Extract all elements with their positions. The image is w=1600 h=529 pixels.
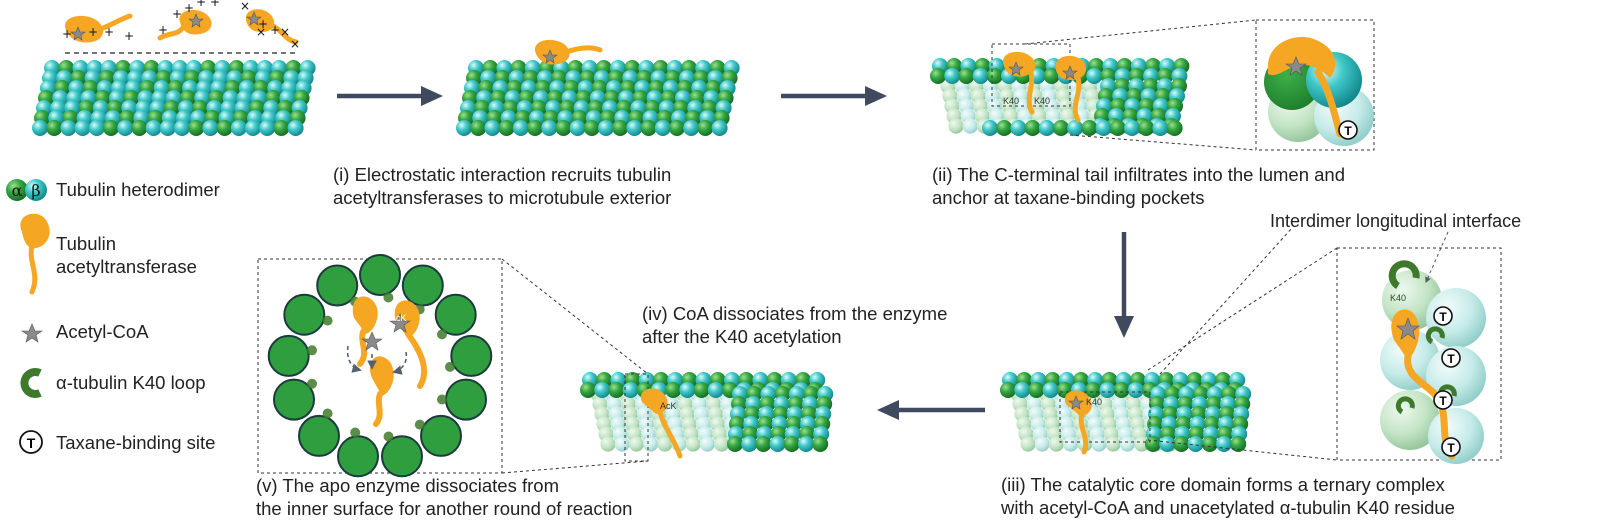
caption-step-iv-line1: (iv) CoA dissociates from the enzyme (642, 303, 948, 324)
arrow-to-step-iv (877, 400, 985, 420)
legend-tubulin-heterodimer: Tubulin heterodimer (56, 179, 220, 200)
svg-text:AcK: AcK (390, 313, 407, 323)
k40-loop-icon (20, 368, 42, 398)
arrow-to-step-ii (781, 86, 887, 106)
svg-text:K40: K40 (1034, 96, 1050, 106)
enzyme-post-acetylation: AcK (640, 388, 683, 459)
microtubule-step-iii-front (1145, 386, 1252, 452)
legend-acetyl-coa: Acetyl-CoA (56, 321, 149, 342)
caption-step-v-line1: (v) The apo enzyme dissociates from (256, 475, 559, 496)
svg-text:+: + (196, 0, 206, 9)
svg-text:+: + (184, 1, 194, 15)
caption-step-iv-line2: after the K40 acetylation (642, 326, 842, 347)
svg-text:K40: K40 (1086, 397, 1102, 407)
svg-text:+: + (270, 23, 280, 37)
taxane-legend-icon: T (19, 430, 43, 454)
svg-text:α: α (12, 181, 23, 200)
svg-text:+: + (104, 25, 114, 39)
caption-step-iii: (iii) The catalytic core domain forms a … (1001, 473, 1455, 519)
caption-step-i-line1: (i) Electrostatic interaction recruits t… (333, 164, 672, 185)
legend-acetyltransferase-line2: acetyltransferase (56, 256, 197, 277)
legend-taxane-site: Taxane-binding site (56, 432, 216, 453)
svg-text:K40: K40 (1003, 96, 1019, 106)
legend-icons: α β T (6, 179, 50, 454)
svg-text:T: T (1439, 394, 1447, 408)
svg-text:×: × (280, 25, 290, 39)
caption-step-i: (i) Electrostatic interaction recruits t… (333, 163, 671, 209)
caption-step-iii-line1: (iii) The catalytic core domain forms a … (1001, 474, 1445, 495)
svg-text:+: + (210, 0, 220, 9)
zoom-box-lumen-cross-section: AcK AcK (257, 254, 649, 478)
caption-step-ii-line1: (ii) The C-terminal tail infiltrates int… (932, 164, 1345, 185)
caption-step-v: (v) The apo enzyme dissociates from the … (256, 474, 632, 520)
enzyme-1 (65, 13, 133, 43)
enzyme-3 (245, 9, 299, 45)
enzymes-in-solution: +++++++++++×××× (62, 0, 300, 54)
acetyl-coa-icon (1285, 56, 1307, 76)
acetyltransferase-icon (20, 213, 50, 295)
microtubule-step-i (456, 60, 740, 136)
enzyme-2 (157, 9, 212, 41)
caption-step-i-line2: acetyltransferases to microtubule exteri… (333, 187, 672, 208)
legend-acetyltransferase-line1: Tubulin (56, 233, 116, 254)
svg-text:+: + (258, 17, 268, 31)
svg-text:+: + (158, 23, 168, 37)
svg-text:T: T (1447, 441, 1455, 455)
taxane-site-icon: T (1338, 120, 1358, 140)
enzyme-on-exterior (534, 39, 603, 65)
svg-text:K40: K40 (1390, 293, 1406, 303)
svg-text:+: + (124, 29, 134, 43)
microtubule-step-iii-lumen (1010, 386, 1178, 452)
caption-step-iv: (iv) CoA dissociates from the enzyme aft… (642, 302, 947, 348)
legend-acetyltransferase: Tubulin acetyltransferase (56, 232, 197, 278)
process-arrows (337, 86, 1134, 420)
svg-text:T: T (1344, 124, 1352, 138)
arrow-to-step-iii (1114, 232, 1134, 338)
legend-k40-loop: α-tubulin K40 loop (56, 372, 206, 393)
svg-text:×: × (290, 37, 300, 51)
caption-step-ii: (ii) The C-terminal tail infiltrates int… (932, 163, 1345, 209)
caption-step-v-line2: the inner surface for another round of r… (256, 498, 633, 519)
annotation-interdimer-interface: Interdimer longitudinal interface (1270, 211, 1522, 231)
svg-text:T: T (1439, 310, 1447, 324)
zoom-box-taxane-anchor: T (991, 19, 1375, 151)
svg-text:T: T (27, 435, 36, 451)
tubulin-dimer-icon: α β (6, 179, 47, 201)
microtubule-step-ii-bottom (982, 120, 1183, 136)
svg-text:×: × (240, 0, 250, 13)
svg-text:+: + (62, 27, 72, 41)
caption-step-iii-line2: with acetyl-CoA and unacetylated α-tubul… (1001, 497, 1455, 518)
svg-text:T: T (1447, 352, 1455, 366)
svg-text:×: × (256, 25, 266, 39)
zoom-box-ternary-complex: K40 T T T T (1059, 227, 1502, 464)
acetyl-coa-legend-icon (21, 323, 43, 343)
enzymes-infiltrating: K40 K40 (1002, 51, 1087, 123)
microtubule-step-iv-front (727, 386, 834, 452)
svg-text:β: β (31, 181, 40, 200)
svg-text:AcK: AcK (334, 319, 351, 329)
arrow-to-step-i (337, 86, 443, 106)
caption-step-ii-line2: anchor at taxane-binding pockets (932, 187, 1205, 208)
microtubule-start (32, 60, 316, 136)
svg-text:+: + (172, 7, 182, 21)
svg-text:AcK: AcK (660, 401, 677, 411)
svg-text:+: + (88, 25, 98, 39)
enzyme-ternary: K40 (1064, 390, 1102, 455)
